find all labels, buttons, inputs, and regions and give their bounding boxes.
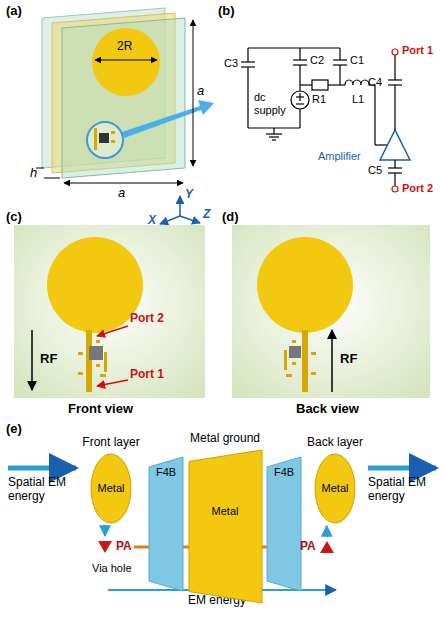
figure-label: dc supply [254,91,286,116]
energy-arrow [326,526,328,537]
figure-label: Spatial EM energy [368,476,440,504]
figure-label: (d) [222,210,239,225]
figure-label: C5 [368,164,382,177]
figure-label: a [197,84,204,99]
figure-label: RF [340,352,357,367]
figure-label: (c) [6,210,22,225]
figure-label: C1 [350,54,364,67]
circuit-schematic [241,48,410,192]
figure-label: (a) [6,4,22,19]
substrate-slab: F4B [266,456,302,592]
figure-label: RF [40,352,57,367]
figure-label: h [30,166,37,181]
figure-label: 2R [117,40,132,54]
substrate-sketch [36,8,214,224]
layer-heading: Back layer [304,436,366,453]
amplifier-label: PA [300,540,316,554]
ground-plane: Metal groundMetal [188,432,263,604]
energy-arrow [104,525,106,536]
figure-label: Via hole [92,562,132,575]
layer-material: F4B [148,466,184,479]
layer-material: Metal [80,482,142,495]
figure-label: Front view [68,402,133,417]
figure-label: Port 2 [402,182,433,195]
figure-label: C4 [368,76,382,89]
back-view-photo [232,225,430,398]
figure-label: Port 1 [402,44,433,57]
layer-material: F4B [266,466,302,479]
amplifier-label: PA [116,540,132,554]
power-amplifier: PA [300,538,334,556]
power-amplifier: PA [98,538,132,556]
metal-layer: Front layerMetal [80,436,142,524]
figure-label: Port 1 [130,368,164,382]
figure-label: C3 [224,57,238,70]
figure-label: X [148,214,156,228]
layer-heading: Front layer [80,436,142,453]
figure-label: (b) [218,4,235,19]
substrate-slab: F4B [148,456,184,592]
figure-label: Back view [296,402,359,417]
figure-label: (e) [6,422,22,437]
figure-label: Spatial EM energy [8,476,78,504]
layer-material: Metal [304,482,366,495]
layer-shape [188,449,263,604]
front-view-photo [14,225,205,398]
figure-label: C2 [310,54,324,67]
figure-label: Y [185,188,193,202]
figure-label: a [118,186,125,201]
figure-label: L1 [352,93,364,106]
figure-label: R1 [312,93,326,106]
figure-label: Z [203,208,210,222]
layer-heading: Metal ground [188,432,263,449]
layer-material: Metal [188,505,263,518]
figure-label: Port 2 [130,312,164,326]
amplifier-triangle [98,540,112,554]
amplifier-triangle [320,540,334,554]
figure-label: Amplifier [318,150,361,163]
metal-layer: Back layerMetal [304,436,366,524]
